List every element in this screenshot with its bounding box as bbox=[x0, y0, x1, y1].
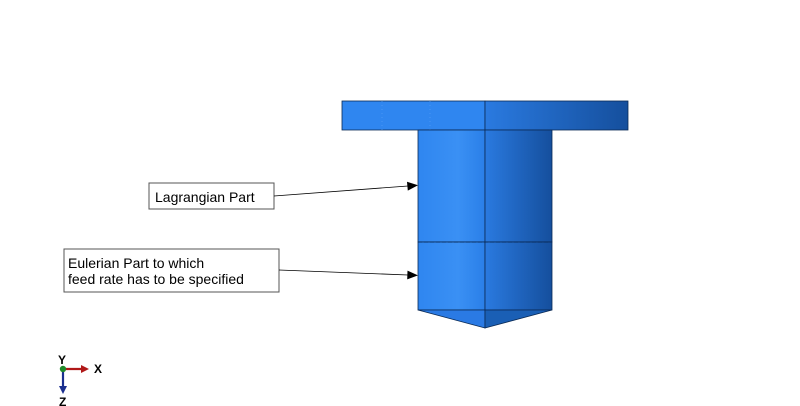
eulerian-callout: Eulerian Part to which feed rate has to … bbox=[63, 248, 418, 293]
triad-y-axis-dot bbox=[59, 365, 67, 373]
eulerian-arrowhead bbox=[407, 270, 418, 280]
view-triad: X Y Z bbox=[58, 353, 102, 406]
flange-left-face[interactable] bbox=[341, 100, 486, 131]
eulerian-label-line2: feed rate has to be specified bbox=[68, 271, 244, 287]
cone-tip-left[interactable] bbox=[417, 309, 486, 329]
triad-y-label: Y bbox=[58, 353, 66, 367]
shaft-lower-left-face[interactable] bbox=[417, 241, 486, 311]
lagrangian-part[interactable] bbox=[341, 100, 629, 243]
lagrangian-arrowhead bbox=[407, 181, 418, 191]
eulerian-leader-line bbox=[278, 269, 409, 276]
eulerian-label-box bbox=[63, 248, 280, 293]
lagrangian-label: Lagrangian Part bbox=[155, 189, 255, 205]
lagrangian-callout: Lagrangian Part bbox=[148, 181, 418, 210]
shaft-upper-left-face[interactable] bbox=[417, 129, 486, 243]
triad-z-label: Z bbox=[59, 395, 66, 406]
lagrangian-leader-line bbox=[273, 185, 409, 197]
shaft-upper-right-face[interactable] bbox=[484, 129, 553, 243]
triad-x-arrowhead bbox=[81, 365, 89, 373]
eulerian-part[interactable] bbox=[417, 241, 553, 329]
triad-z-arrowhead bbox=[59, 386, 67, 394]
eulerian-label-line1: Eulerian Part to which bbox=[68, 255, 204, 271]
shaft-lower-right-face[interactable] bbox=[484, 241, 553, 311]
triad-x-label: X bbox=[94, 362, 102, 376]
flange-right-face[interactable] bbox=[484, 100, 629, 131]
cone-tip-right[interactable] bbox=[484, 309, 553, 329]
